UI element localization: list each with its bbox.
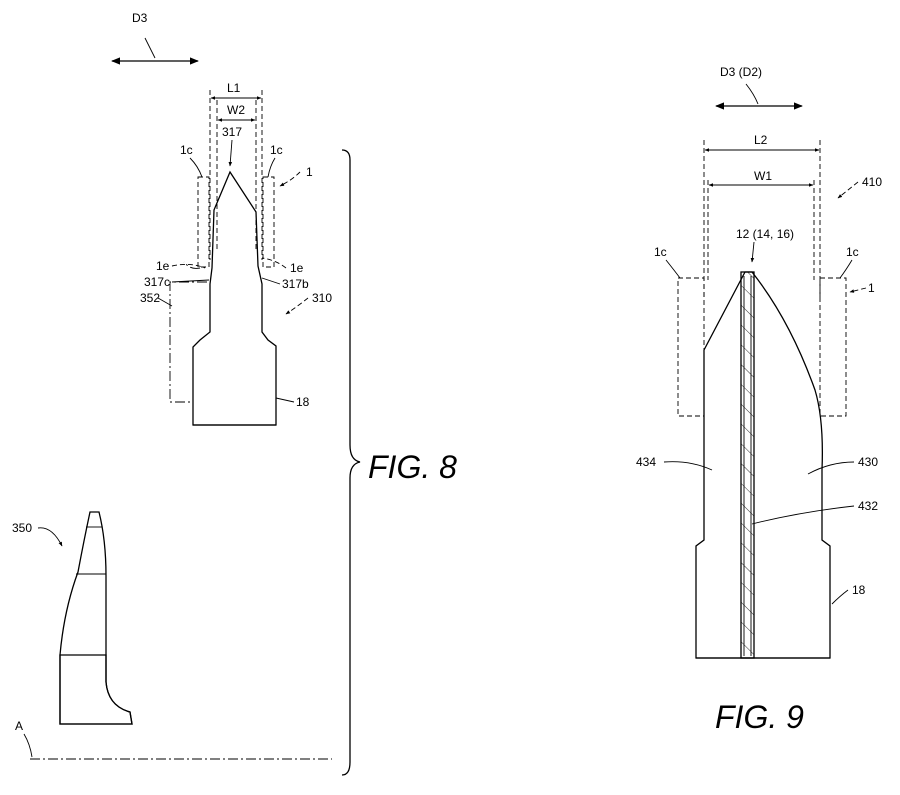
fig9-contact-left-label: 1c <box>654 245 667 259</box>
fig9-title: FIG. 9 <box>715 699 804 735</box>
fig8-side-left-label: 317c <box>144 275 170 289</box>
fig8-tip-label: 317 <box>222 125 242 139</box>
fig9-core-label: 432 <box>858 499 878 513</box>
fig8-reference-label: 350 <box>12 521 32 535</box>
fig9-dimension-lines: L2 W1 <box>704 133 820 300</box>
fig8-direction-arrow: D3 <box>112 11 198 61</box>
fig9-dim-inner-label: W1 <box>754 169 772 183</box>
fig8-side-right-label: 317b <box>282 277 309 291</box>
fig9-tip-label: 12 (14, 16) <box>736 227 794 241</box>
fig8-contact-right-label: 1c <box>270 143 283 157</box>
fig9-left-part-label: 434 <box>636 455 656 469</box>
fig9-connector-plates <box>678 278 846 416</box>
fig8-reference-shape: 350 <box>12 512 132 724</box>
fig8-dim-inner-label: W2 <box>227 103 245 117</box>
fig8-axis-label: A <box>15 719 23 733</box>
fig9-contact-right-label: 1c <box>846 245 859 259</box>
fig8-axis-a: A <box>15 719 332 759</box>
fig8-edge-left-label: 1e <box>156 259 170 273</box>
fig8-title: FIG. 8 <box>368 449 457 485</box>
fig8-body-label: 18 <box>296 395 310 409</box>
fig8-connector-plates <box>198 177 274 267</box>
fig9-right-part-label: 430 <box>858 455 878 469</box>
fig8-outline-352 <box>170 282 207 402</box>
fig8-edge-right-label: 1e <box>290 261 304 275</box>
fig8-outline-label: 352 <box>140 291 160 305</box>
fig8-group: D3 L1 W2 317 1c 1c <box>12 11 457 775</box>
fig9-assembly-label: 410 <box>862 175 882 189</box>
fig8-blade <box>193 172 276 425</box>
fig9-direction-arrow: D3 (D2) <box>716 65 802 106</box>
fig9-group: D3 (D2) L2 W1 12 (14, 16) <box>636 65 882 735</box>
fig8-contact-left-label: 1c <box>180 143 193 157</box>
fig8-connector-label: 1 <box>306 165 313 179</box>
fig8-direction-label: D3 <box>132 11 148 25</box>
fig8-dim-outer-label: L1 <box>227 81 241 95</box>
fig9-body-label: 18 <box>852 583 866 597</box>
fig8-dimension-lines: L1 W2 <box>210 81 262 260</box>
fig9-direction-label: D3 (D2) <box>720 65 762 79</box>
fig9-blade <box>696 272 830 658</box>
fig9-dim-outer-label: L2 <box>754 133 768 147</box>
fig8-blade-label: 310 <box>312 291 332 305</box>
fig8-bracket <box>342 150 360 775</box>
fig9-connector-label: 1 <box>868 281 875 295</box>
